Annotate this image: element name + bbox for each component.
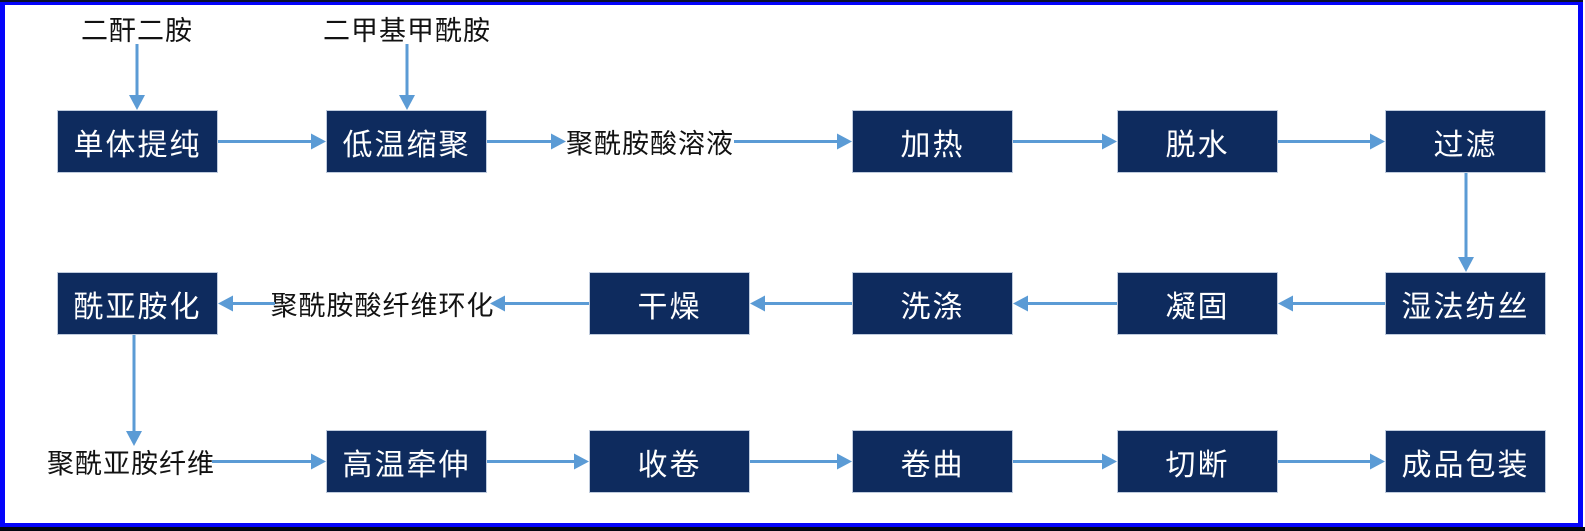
flow-node-dehydration: 脱水 — [1117, 110, 1278, 173]
flow-node-drying: 干燥 — [589, 272, 750, 335]
flow-node-low-temp-polycondensation: 低温缩聚 — [326, 110, 487, 173]
flow-node-wet-spinning: 湿法纺丝 — [1385, 272, 1546, 335]
flow-node-crimping: 卷曲 — [852, 430, 1013, 493]
flow-node-imidization: 酰亚胺化 — [57, 272, 218, 335]
flow-node-washing: 洗涤 — [852, 272, 1013, 335]
flow-text-polyamic-acid-fiber-cyclization: 聚酰胺酸纤维环化 — [270, 291, 495, 322]
figure-top-edge-line — [0, 0, 1583, 2]
flow-node-cutting: 切断 — [1117, 430, 1278, 493]
flow-node-monomer-purification: 单体提纯 — [57, 110, 218, 173]
flow-text-dianhydride-diamine: 二酐二胺 — [81, 15, 193, 47]
flow-node-filtration: 过滤 — [1385, 110, 1546, 173]
flow-node-heating: 加热 — [852, 110, 1013, 173]
flow-text-dmf: 二甲基甲酰胺 — [323, 15, 491, 47]
flow-text-polyamic-acid-solution: 聚酰胺酸溶液 — [566, 129, 734, 160]
flow-node-winding: 收卷 — [589, 430, 750, 493]
flow-node-finished-packaging: 成品包装 — [1385, 430, 1546, 493]
flow-node-high-temp-drawing: 高温牵伸 — [326, 430, 487, 493]
figure-bottom-bar — [0, 527, 1585, 531]
flow-text-polyimide-fiber: 聚酰亚胺纤维 — [47, 449, 215, 480]
flow-node-coagulation: 凝固 — [1117, 272, 1278, 335]
